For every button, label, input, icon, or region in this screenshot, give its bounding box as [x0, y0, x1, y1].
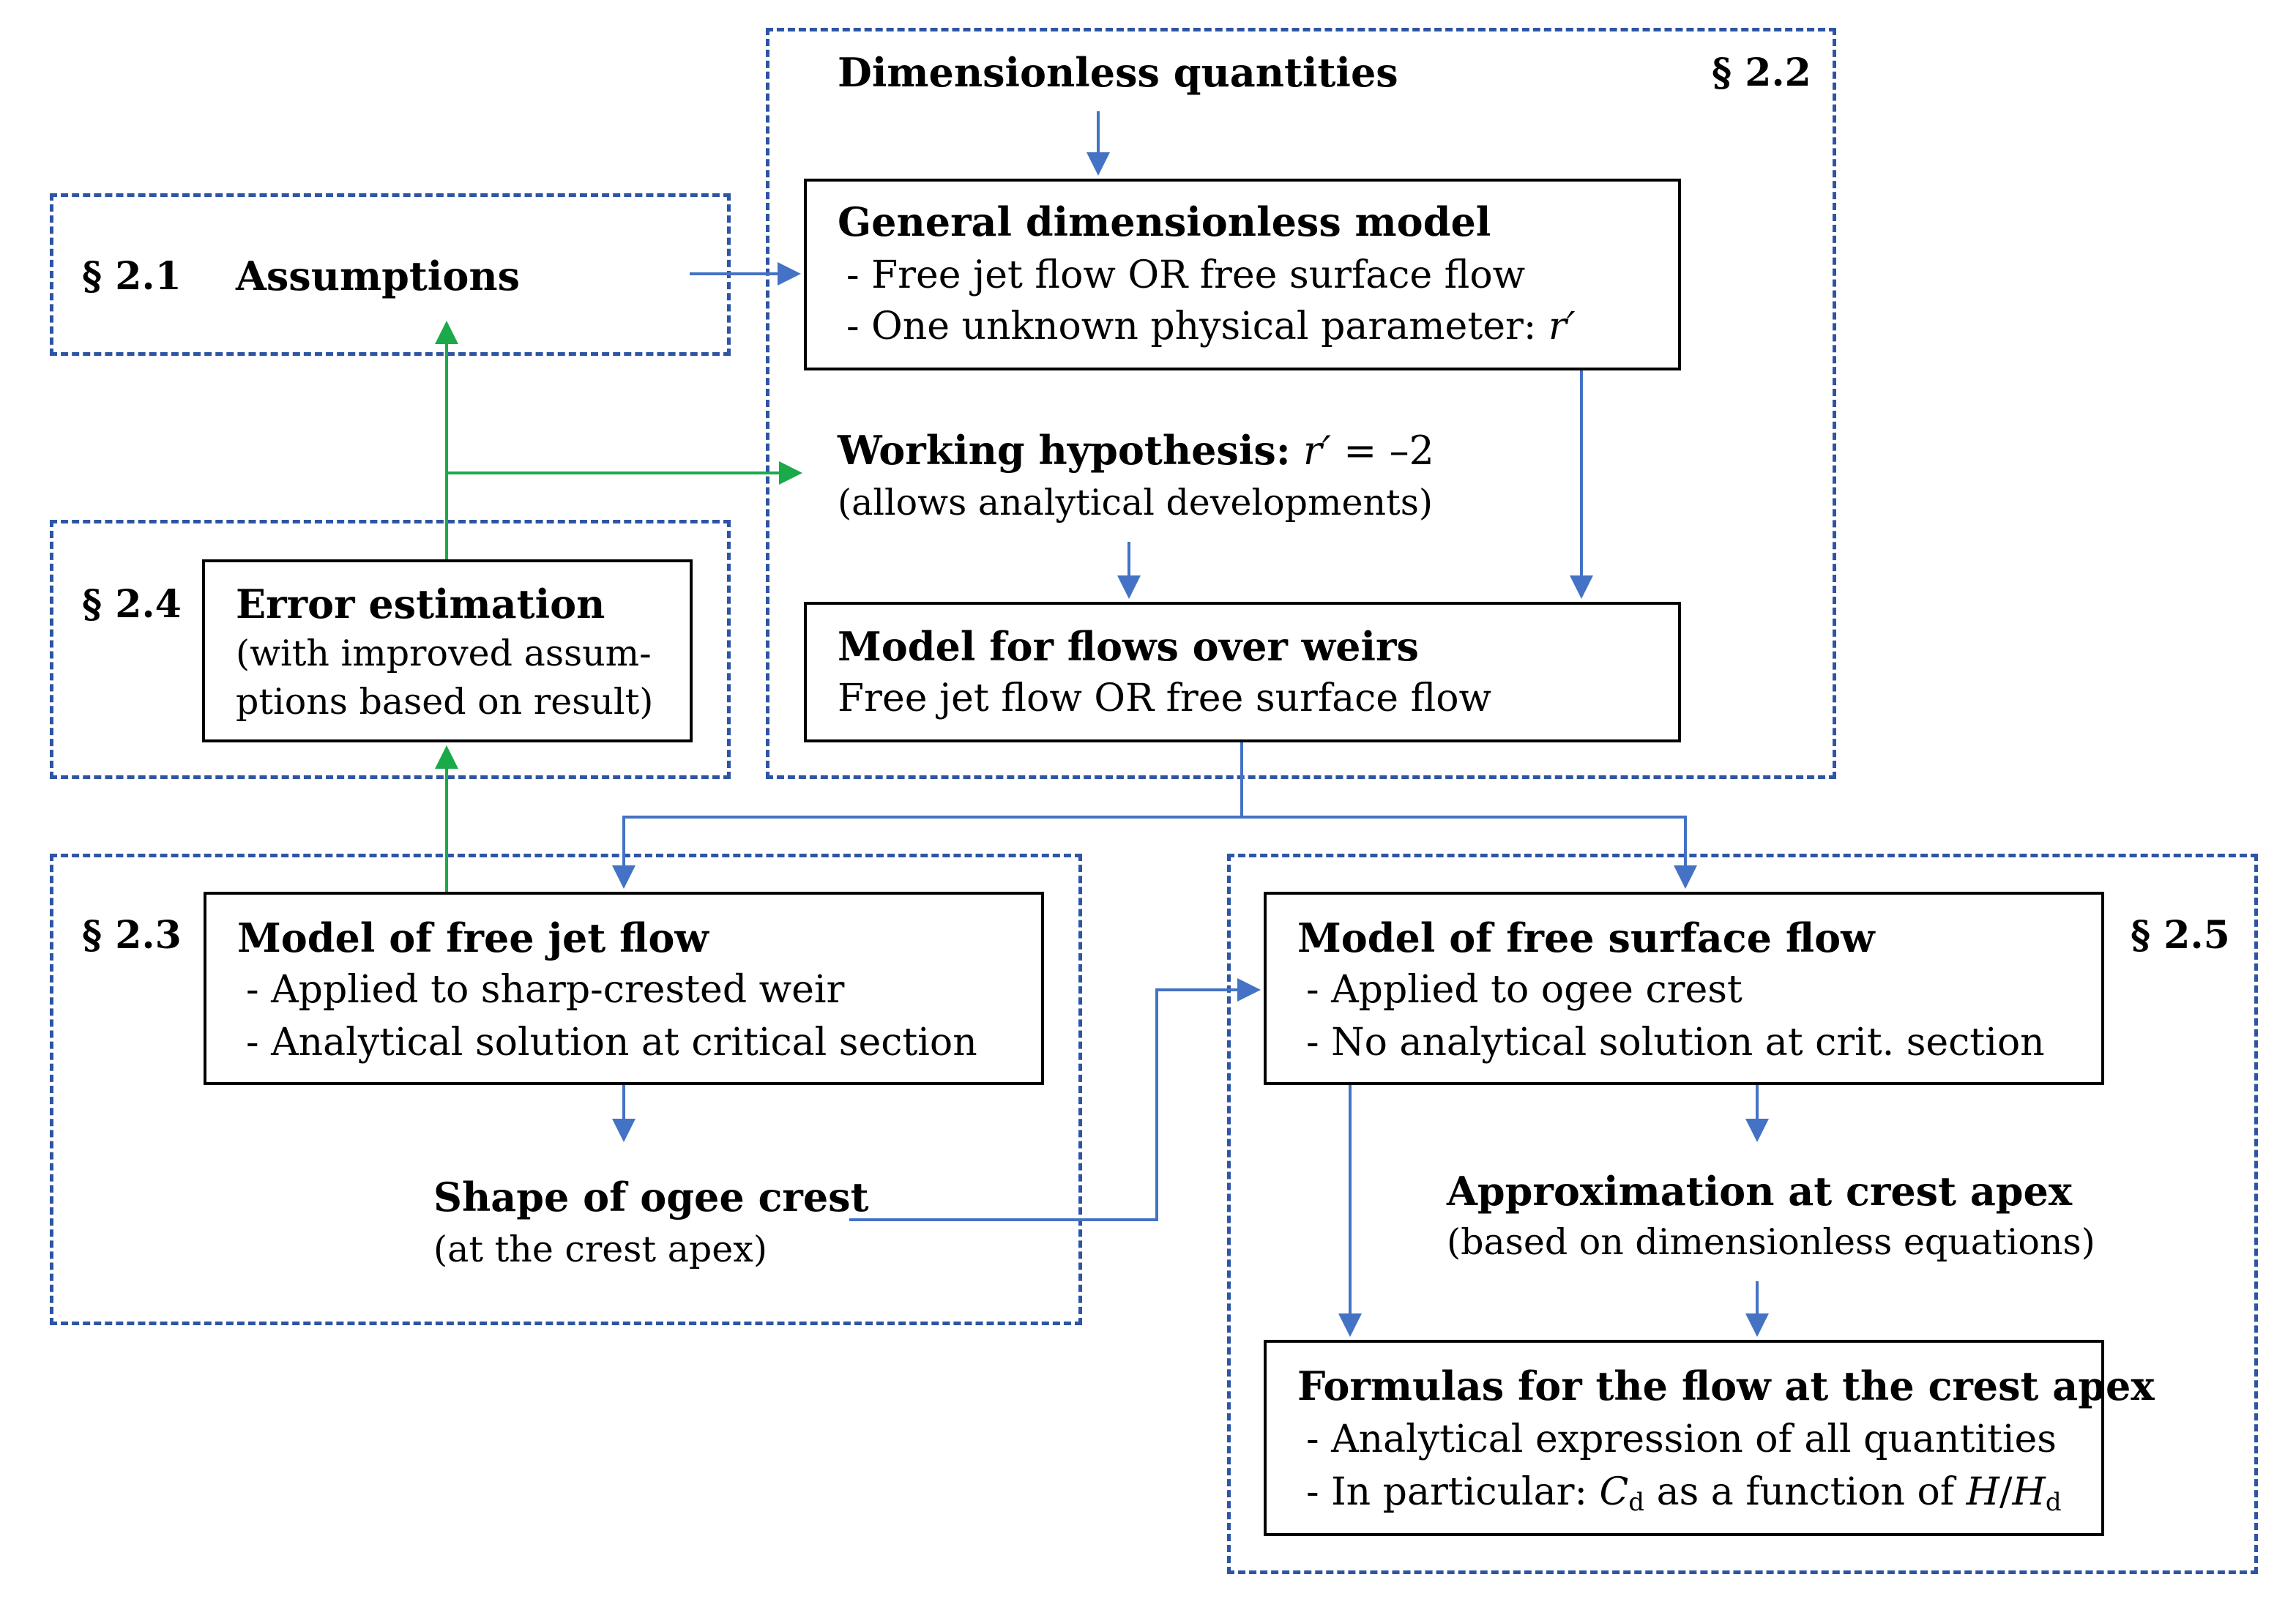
section-2-3-frame	[50, 854, 1082, 1325]
free-surface-model-box	[1264, 892, 2104, 1085]
general-model-title: General dimensionless model	[838, 198, 1491, 245]
formulas-line-1: - Analytical expression of all quantitie…	[1306, 1417, 2057, 1461]
free-jet-model-title: Model of free jet flow	[237, 914, 709, 961]
free-jet-model-line-1: - Applied to sharp-crested weir	[246, 968, 845, 1012]
section-label-2-1: § 2.1	[82, 254, 182, 299]
weirs-model-line-1: Free jet flow OR free surface flow	[838, 676, 1492, 720]
free-surface-model-title: Model of free surface flow	[1297, 914, 1875, 961]
ogee-shape-note: (at the crest apex)	[433, 1229, 768, 1270]
formulas-box	[1264, 1340, 2104, 1536]
approximation-title: Approximation at crest apex	[1447, 1168, 2073, 1215]
working-hypothesis-title: Working hypothesis: r′ = –2	[838, 427, 1434, 474]
arrow-weirs-to-free-surface	[1242, 816, 1697, 889]
section-label-2-5: § 2.5	[2131, 913, 2230, 958]
section-2-4-frame	[50, 520, 731, 779]
section-label-2-3: § 2.3	[82, 913, 182, 958]
general-model-box	[804, 179, 1681, 370]
weirs-model-box	[804, 602, 1681, 742]
ogee-shape-title: Shape of ogee crest	[433, 1174, 869, 1220]
error-estimation-line-1: (with improved assum-	[236, 633, 652, 674]
arrow-ogee-to-free-surface	[849, 978, 1261, 1221]
general-model-line-1: - Free jet flow OR free surface flow	[846, 253, 1526, 297]
section-2-2-frame	[766, 28, 1836, 779]
approximation-note: (based on dimensionless equations)	[1447, 1221, 2095, 1263]
free-jet-model-line-2: - Analytical solution at critical sectio…	[246, 1021, 977, 1065]
error-estimation-title: Error estimation	[236, 581, 605, 627]
assumptions-label: Assumptions	[236, 253, 520, 299]
error-estimation-line-2: ptions based on result)	[236, 681, 654, 723]
formulas-line-2: - In particular: Cd as a function of H/H…	[1306, 1470, 2062, 1517]
dimensionless-quantities-label: Dimensionless quantities	[838, 49, 1398, 96]
formulas-title: Formulas for the flow at the crest apex	[1297, 1363, 2155, 1409]
arrow-weirs-to-free-jet	[612, 742, 1243, 889]
general-model-line-2: - One unknown physical parameter: r′	[846, 305, 1576, 348]
section-label-2-2: § 2.2	[1712, 51, 1811, 95]
section-2-5-frame	[1227, 854, 2258, 1574]
free-jet-model-box	[204, 892, 1044, 1085]
section-label-2-4: § 2.4	[82, 582, 182, 627]
free-surface-model-line-2: - No analytical solution at crit. sectio…	[1306, 1021, 2045, 1065]
weirs-model-title: Model for flows over weirs	[838, 623, 1419, 670]
working-hypothesis-note: (allows analytical developments)	[838, 482, 1433, 523]
error-estimation-box	[202, 559, 693, 742]
free-surface-model-line-1: - Applied to ogee crest	[1306, 968, 1742, 1012]
